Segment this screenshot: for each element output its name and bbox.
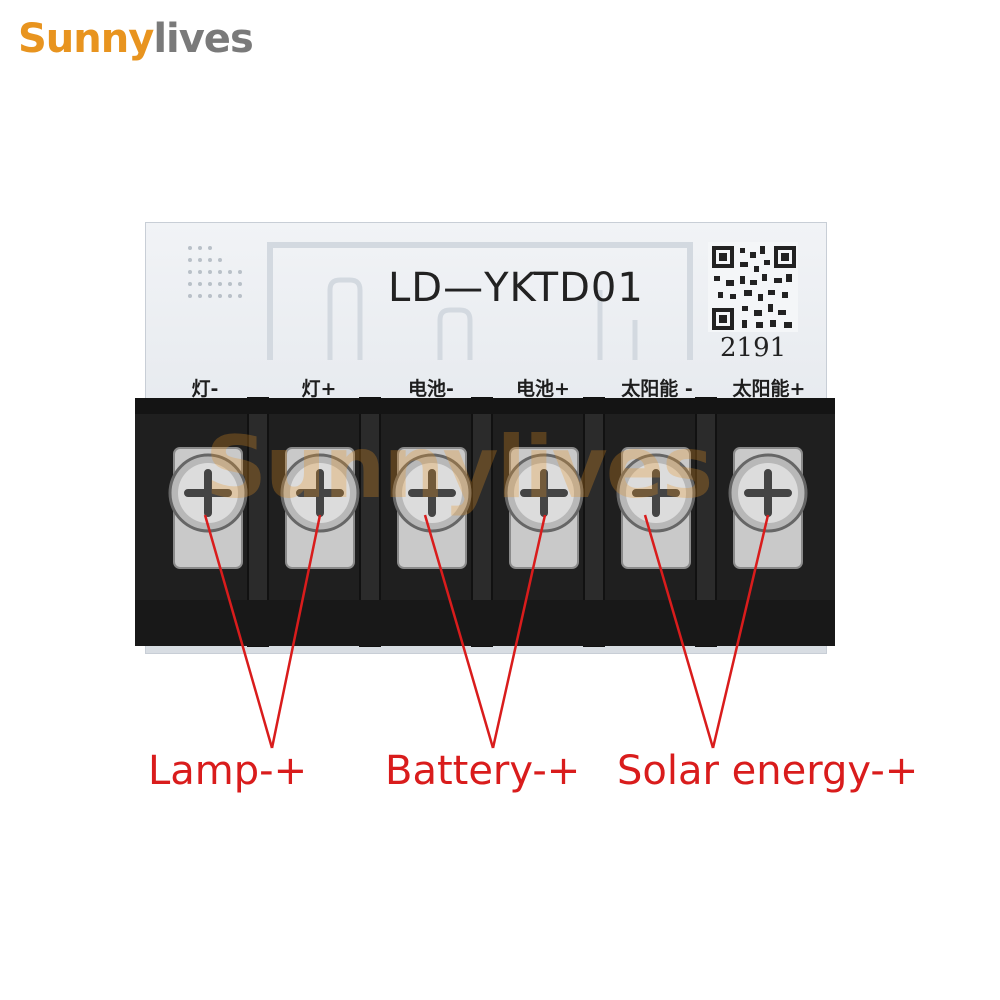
terminal-screw-4 — [504, 453, 584, 533]
terminal-screw-3 — [392, 453, 472, 533]
board-model-number: LD—YKTD01 — [388, 265, 644, 311]
terminal-screw-5 — [616, 453, 696, 533]
pointer-solar-neg — [643, 514, 715, 749]
terminal-label-solar-pos: 太阳能+ — [732, 378, 806, 400]
terminal-screw-2 — [280, 453, 360, 533]
terminal-screw-6 — [728, 453, 808, 533]
caption-lamp: Lamp-+ — [148, 748, 308, 794]
brand-logo-part1: Sunny — [18, 16, 154, 62]
terminal-label-solar-neg: 太阳能 - — [621, 378, 693, 400]
terminal-labels: 灯- 灯+ 电池- 电池+ 太阳能 - 太阳能+ — [0, 374, 1000, 404]
pointer-lamp-pos — [270, 514, 322, 749]
brand-logo: Sunnylives — [18, 16, 254, 62]
brand-logo-part2: lives — [153, 16, 253, 62]
pointer-battery-pos — [491, 514, 547, 749]
board-serial-number: 2191 — [720, 333, 787, 363]
caption-solar: Solar energy-+ — [617, 748, 919, 794]
terminal-label-lamp-neg: 灯- — [191, 378, 219, 400]
pointer-battery-neg — [423, 514, 495, 749]
terminal-label-battery-neg: 电池- — [408, 378, 454, 400]
pointer-lamp-neg — [203, 514, 274, 749]
brand-watermark: Sunnylives — [205, 418, 713, 518]
terminal-screw-1 — [168, 453, 248, 533]
caption-battery: Battery-+ — [385, 748, 581, 794]
terminal-label-battery-pos: 电池+ — [516, 378, 570, 400]
terminal-label-lamp-pos: 灯+ — [301, 378, 337, 400]
pointer-solar-pos — [711, 514, 770, 749]
